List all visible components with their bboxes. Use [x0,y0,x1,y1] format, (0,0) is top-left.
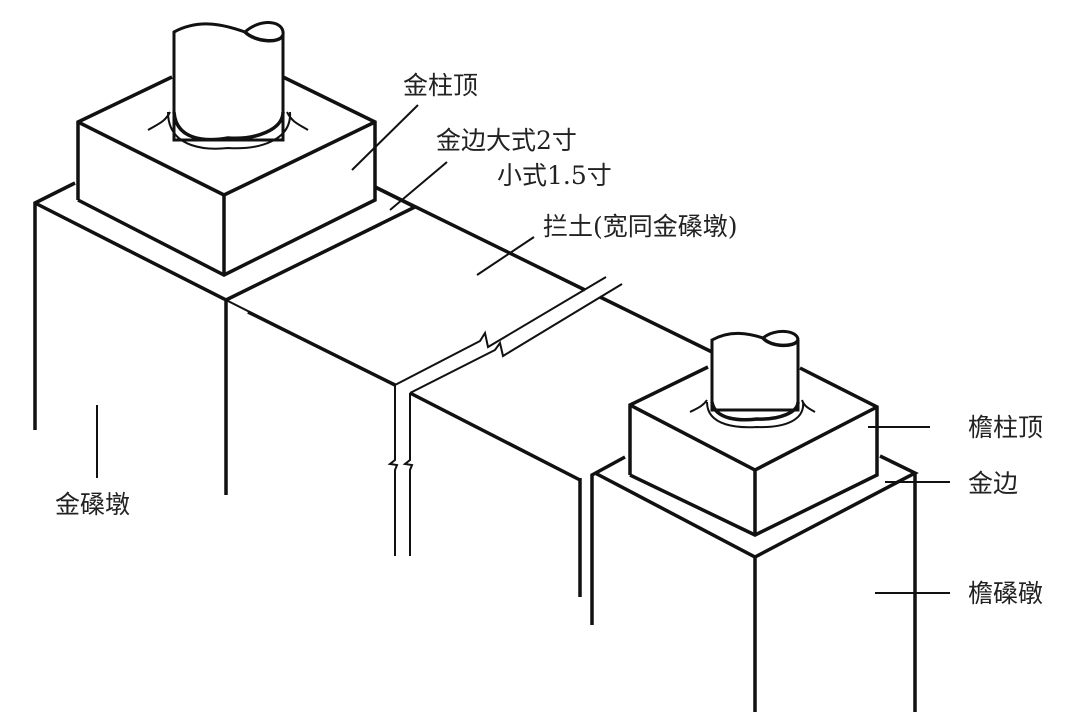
label-jin-sang-dun: 金磉墩 [55,490,130,519]
label-lan-tu: 拦土(宽同金磉墩) [543,212,738,241]
label-yan-zhu-ding: 檐柱顶 [968,413,1043,442]
leader-jin-zhu-ding [351,104,419,171]
leader-lan-tu [476,236,535,276]
lan-tu-strip [225,185,713,597]
yan-zhu-ding-block [628,330,879,537]
label-yan-sang-dun: 檐磉礅 [968,579,1043,608]
jin-zhu-ding-block [76,21,377,277]
label-xiao-shi: 小式1.5寸 [497,161,612,190]
label-jin-zhu-ding: 金柱顶 [403,71,478,100]
label-jin-bian: 金边 [968,469,1018,498]
leader-jin-bian-da [389,161,448,211]
label-jin-bian-da-shi: 金边大式2寸 [436,126,577,155]
